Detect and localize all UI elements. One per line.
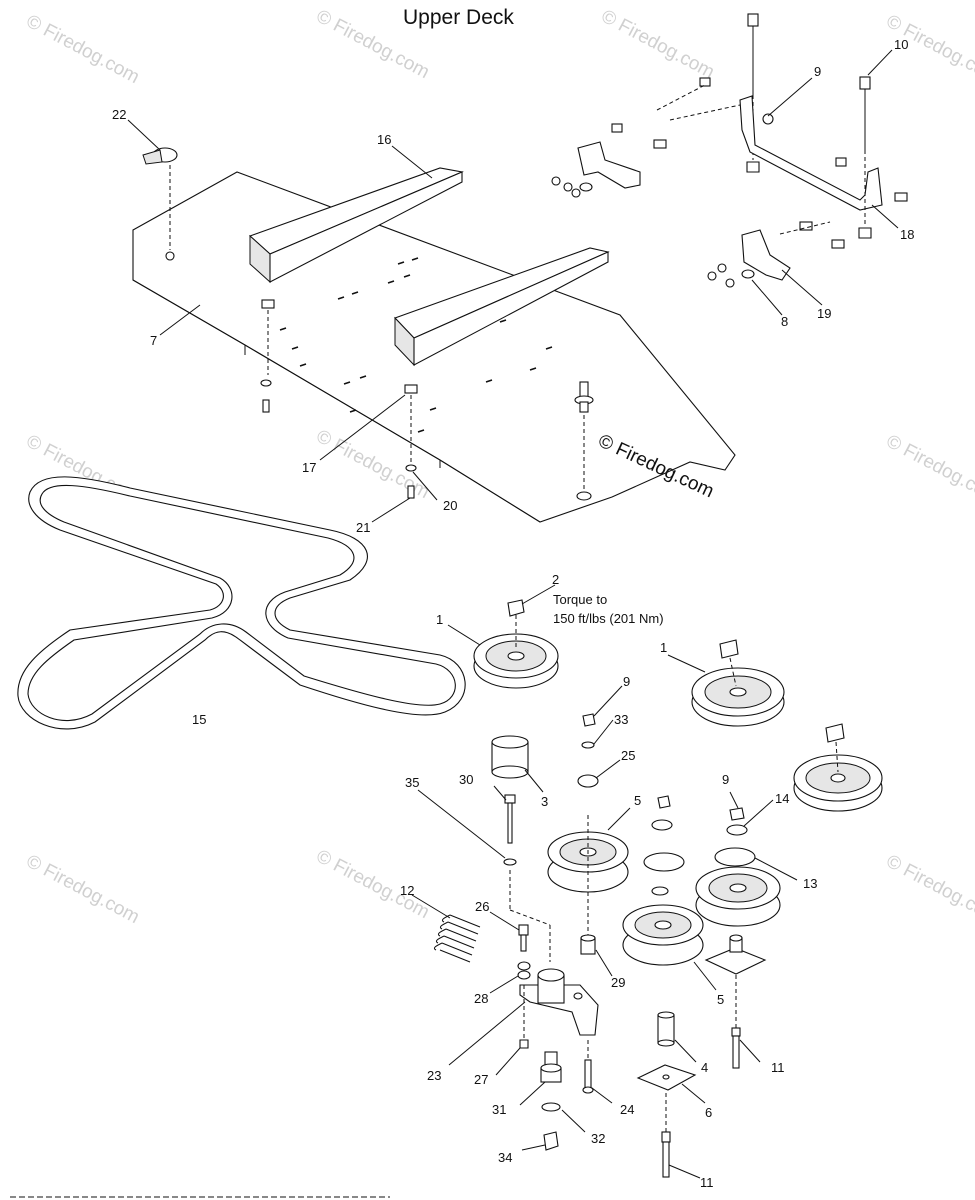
callout-13: 13: [803, 876, 817, 891]
callout-32: 32: [591, 1131, 605, 1146]
callout-35: 35: [405, 775, 419, 790]
watermark: © Firedog.com: [313, 846, 433, 923]
pulley-far-right: [793, 723, 883, 812]
callout-10: 10: [894, 37, 908, 52]
idler-pulley-13: [695, 866, 781, 927]
callout-12: 12: [400, 883, 414, 898]
bolt-30: [504, 794, 551, 962]
page-title: Upper Deck: [403, 6, 514, 29]
knob-part: [142, 147, 178, 250]
callout-29: 29: [611, 975, 625, 990]
plate-right: [704, 934, 767, 975]
callout-33: 33: [614, 712, 628, 727]
torque-note-line2: 150 ft/lbs (201 Nm): [553, 611, 664, 626]
watermark: © Firedog.com: [883, 431, 975, 508]
callout-18: 18: [900, 227, 914, 242]
spring: [433, 914, 481, 963]
idler-pulley-lower: [622, 904, 704, 966]
callout-1: 1: [660, 640, 667, 655]
bushing-29: [580, 934, 596, 955]
bracket-assembly: [551, 13, 908, 288]
callout-15: 15: [192, 712, 206, 727]
pulley-right: [691, 639, 785, 727]
watermark: © Firedog.com: [23, 11, 143, 88]
watermark: © Firedog.com: [23, 851, 143, 928]
pulley-left: [473, 599, 559, 689]
callout-16: 16: [377, 132, 391, 147]
callout-25: 25: [621, 748, 635, 763]
callout-31: 31: [492, 1102, 506, 1117]
callout-11: 11: [700, 1175, 714, 1190]
deck-fitting: [574, 381, 594, 490]
callout-6: 6: [705, 1105, 712, 1120]
torque-note-line1: Torque to: [553, 592, 607, 607]
drive-belt: [17, 476, 466, 730]
callout-9: 9: [814, 64, 821, 79]
spacer-cylinder: [491, 735, 529, 779]
callout-24: 24: [620, 1102, 634, 1117]
deck-rail-left: [248, 167, 464, 284]
deck-rail-right: [394, 247, 610, 367]
callout-34: 34: [498, 1150, 512, 1165]
callout-20: 20: [443, 498, 457, 513]
callout-5: 5: [634, 793, 641, 808]
leader-lines: [127, 49, 899, 1179]
callout-27: 27: [474, 1072, 488, 1087]
callout-8: 8: [781, 314, 788, 329]
callout-17: 17: [302, 460, 316, 475]
watermark: © Firedog.com: [598, 6, 718, 83]
rail-hardware: [260, 299, 418, 499]
callout-labels: 22 16 7 17 20 21 9 10 18 19 8 2 Torque t…: [112, 37, 914, 1190]
washers: [503, 713, 756, 896]
callout-11: 11: [771, 1060, 785, 1075]
bolt-26: [517, 924, 531, 1049]
watermark: © Firedog.com: [883, 851, 975, 928]
callout-9: 9: [722, 772, 729, 787]
callout-21: 21: [356, 520, 370, 535]
bolt-11-bottom: [661, 1093, 671, 1178]
callout-1: 1: [436, 612, 443, 627]
plate-6: [636, 1064, 697, 1091]
callout-14: 14: [775, 791, 789, 806]
spacer-4: [657, 1011, 675, 1047]
callout-9: 9: [623, 674, 630, 689]
callout-3: 3: [541, 794, 548, 809]
callout-28: 28: [474, 991, 488, 1006]
callout-19: 19: [817, 306, 831, 321]
shaft-stack: [540, 1051, 562, 1151]
pin-24: [582, 1040, 594, 1094]
callout-7: 7: [150, 333, 157, 348]
deck-slots: [279, 257, 553, 433]
callout-26: 26: [475, 899, 489, 914]
callout-4: 4: [701, 1060, 708, 1075]
callout-5: 5: [717, 992, 724, 1007]
bolt-11-right: [731, 975, 741, 1069]
callout-22: 22: [112, 107, 126, 122]
callout-2: 2: [552, 572, 559, 587]
idler-pulley-upper: [547, 815, 629, 940]
callout-30: 30: [459, 772, 473, 787]
idler-arm: [519, 968, 599, 1036]
callout-23: 23: [427, 1068, 441, 1083]
